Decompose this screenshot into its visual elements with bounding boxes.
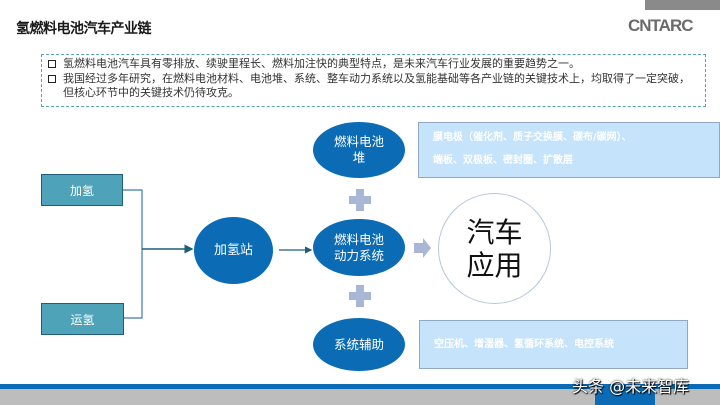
source-box-refuel: 加氢 [41, 174, 123, 206]
summary-box: 氢燃料电池汽车具有零排放、续驶里程长、燃料加注快的典型特点，是未来汽车行业发展的… [41, 54, 706, 107]
power-system-node: 燃料电池 动力系统 [313, 219, 405, 276]
auxiliary-components-box: 空压机、增湿器、氢循环系统、电控系统 [419, 320, 688, 369]
bullet-text: 氢燃料电池汽车具有零排放、续驶里程长、燃料加注快的典型特点，是未来汽车行业发展的… [63, 57, 580, 70]
source-box-transport: 运氢 [41, 303, 124, 335]
square-bullet-icon [48, 74, 56, 83]
bullet-text: 我国经过多年研究，在燃料电池材料、电池堆、系统、整车动力系统以及氢能基础等各产业… [63, 71, 690, 100]
watermark: 头条 @未来智库 [572, 377, 690, 396]
application-line1: 汽车 [466, 215, 523, 249]
power-label-line2: 动力系统 [333, 247, 384, 263]
plus-icon [349, 285, 371, 307]
stack-label-line1: 燃料电池 [333, 134, 384, 149]
bullet-item: 氢燃料电池汽车具有零排放、续驶里程长、燃料加注快的典型特点，是未来汽车行业发展的… [48, 57, 699, 72]
square-bullet-icon [48, 60, 56, 68]
vehicle-application-node: 汽车 应用 [438, 193, 551, 304]
stack-components-line: 膜电极（催化剂、质子交换膜、碳布/碳网）、 [433, 132, 632, 143]
catarc-logo: CNTARC [628, 16, 694, 35]
station-label: 加氢站 [213, 242, 253, 258]
footer-gray-bar [0, 389, 720, 405]
application-line2: 应用 [466, 248, 523, 282]
fuel-cell-stack-node: 燃料电池 堆 [313, 122, 405, 178]
footer-blue-bar [0, 384, 720, 389]
footer-page-tab [595, 389, 655, 405]
page-title: 氢燃料电池汽车产业链 [16, 21, 152, 37]
stack-label-line2: 堆 [352, 150, 366, 165]
hydrogen-station-node: 加氢站 [194, 217, 273, 284]
plus-icon [349, 189, 371, 211]
auxiliary-system-node: 系统辅助 [313, 318, 405, 371]
auxiliary-components: 空压机、增湿器、氢循环系统、电控系统 [434, 339, 614, 350]
source-label: 运氢 [70, 312, 95, 327]
source-label: 加氢 [69, 183, 94, 198]
top-accent-bar [645, 0, 720, 10]
power-label-line1: 燃料电池 [333, 231, 384, 247]
stack-components-line: 端板、双极板、密封圈、扩散层 [433, 155, 573, 166]
auxiliary-label: 系统辅助 [333, 336, 384, 352]
stack-components-box: 膜电极（催化剂、质子交换膜、碳布/碳网）、 端板、双极板、密封圈、扩散层 [418, 122, 720, 178]
bullet-item: 我国经过多年研究，在燃料电池材料、电池堆、系统、整车动力系统以及氢能基础等各产业… [48, 72, 699, 101]
